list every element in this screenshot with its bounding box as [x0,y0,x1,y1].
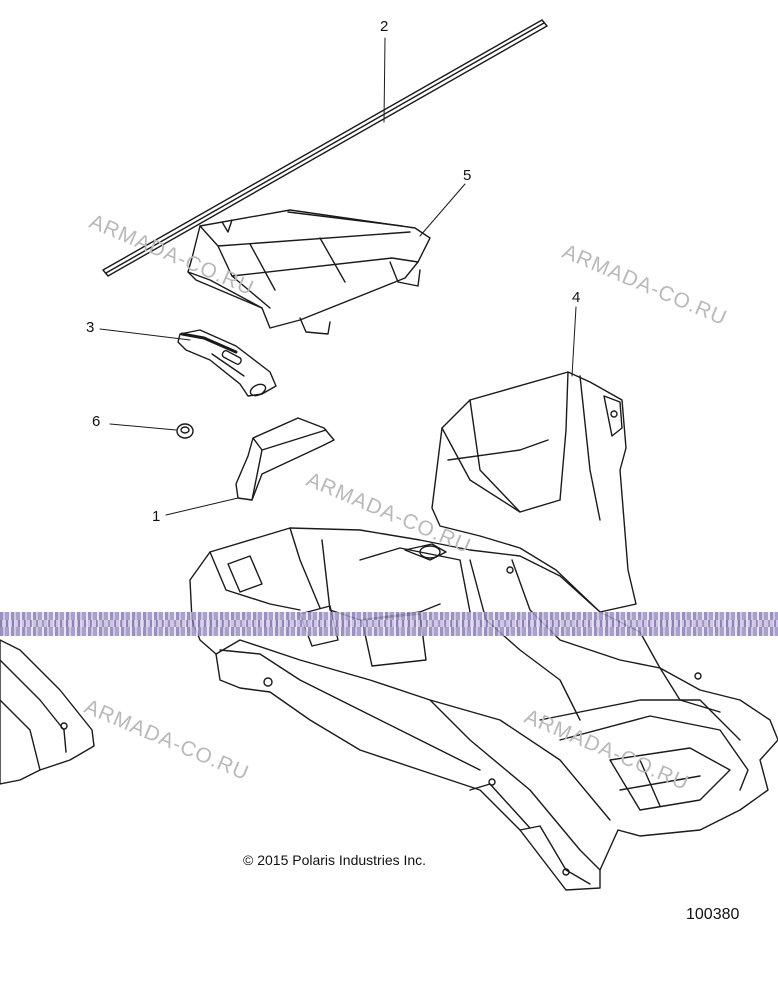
part-2-strip [102,19,548,277]
scan-band [0,612,778,636]
part-3-latch [177,329,277,397]
copyright-text: © 2015 Polaris Industries Inc. [243,852,427,868]
part-6-screw [176,423,194,439]
callout-1: 1 [152,508,161,525]
adjacent-part-fragment [0,639,95,785]
leader-lines [99,37,577,516]
part-1-plate [235,417,335,501]
document-number: 100380 [686,906,740,923]
callout-2: 2 [380,18,389,35]
callout-4: 4 [572,289,581,306]
part-5-cover [187,209,431,335]
callout-6: 6 [92,413,101,430]
callout-3: 3 [86,319,95,336]
callout-5: 5 [463,167,472,184]
